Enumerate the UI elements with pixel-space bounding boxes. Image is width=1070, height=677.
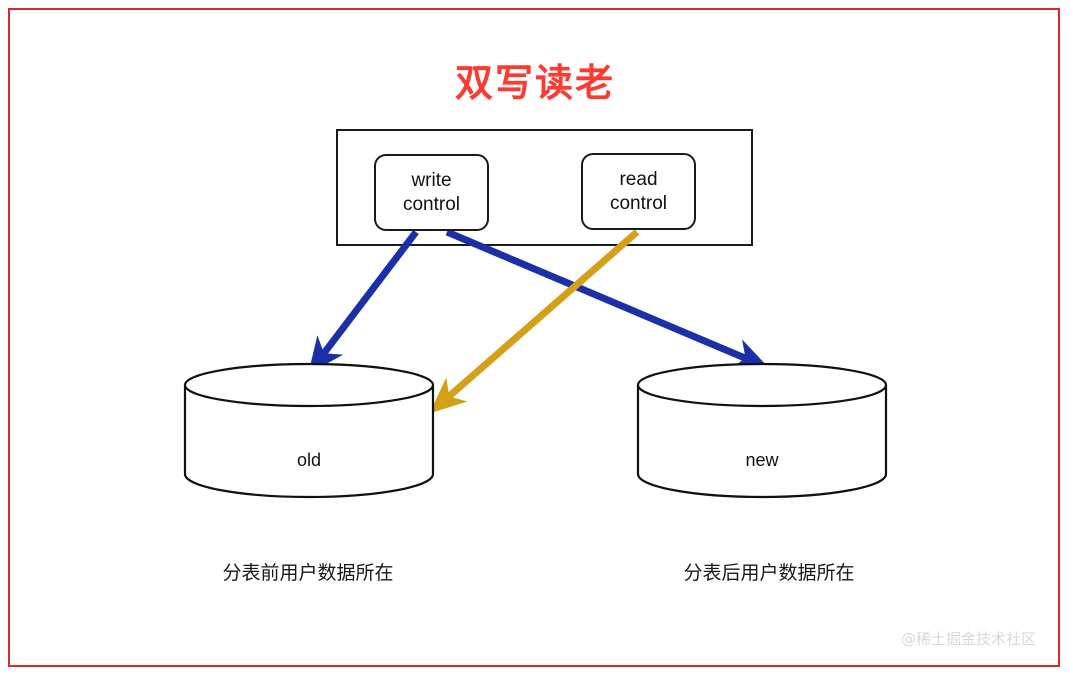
cylinder-shape-new — [636, 362, 888, 499]
write-control-label-line1: write — [411, 169, 452, 191]
arrow-write-to-old — [308, 229, 419, 374]
old-datastore-caption: 分表前用户数据所在 — [222, 562, 394, 584]
read-control-label-line1: read — [619, 168, 658, 190]
write-control-box[interactable]: write control — [374, 154, 489, 231]
old-datastore[interactable]: old — [182, 362, 436, 504]
diagram-title: 双写读老 — [454, 61, 615, 105]
cylinder-shape-old — [183, 362, 435, 499]
write-control-label-line2: control — [402, 193, 461, 215]
watermark: @稀土掘金技术社区 — [900, 630, 1036, 648]
read-control-label-line2: control — [609, 192, 668, 214]
new-datastore[interactable]: new — [635, 362, 889, 504]
arrow-write-to-new — [445, 228, 770, 370]
new-datastore-caption: 分表后用户数据所在 — [683, 562, 855, 584]
arrow-read-to-old — [429, 229, 640, 414]
read-control-box[interactable]: read control — [581, 153, 696, 230]
